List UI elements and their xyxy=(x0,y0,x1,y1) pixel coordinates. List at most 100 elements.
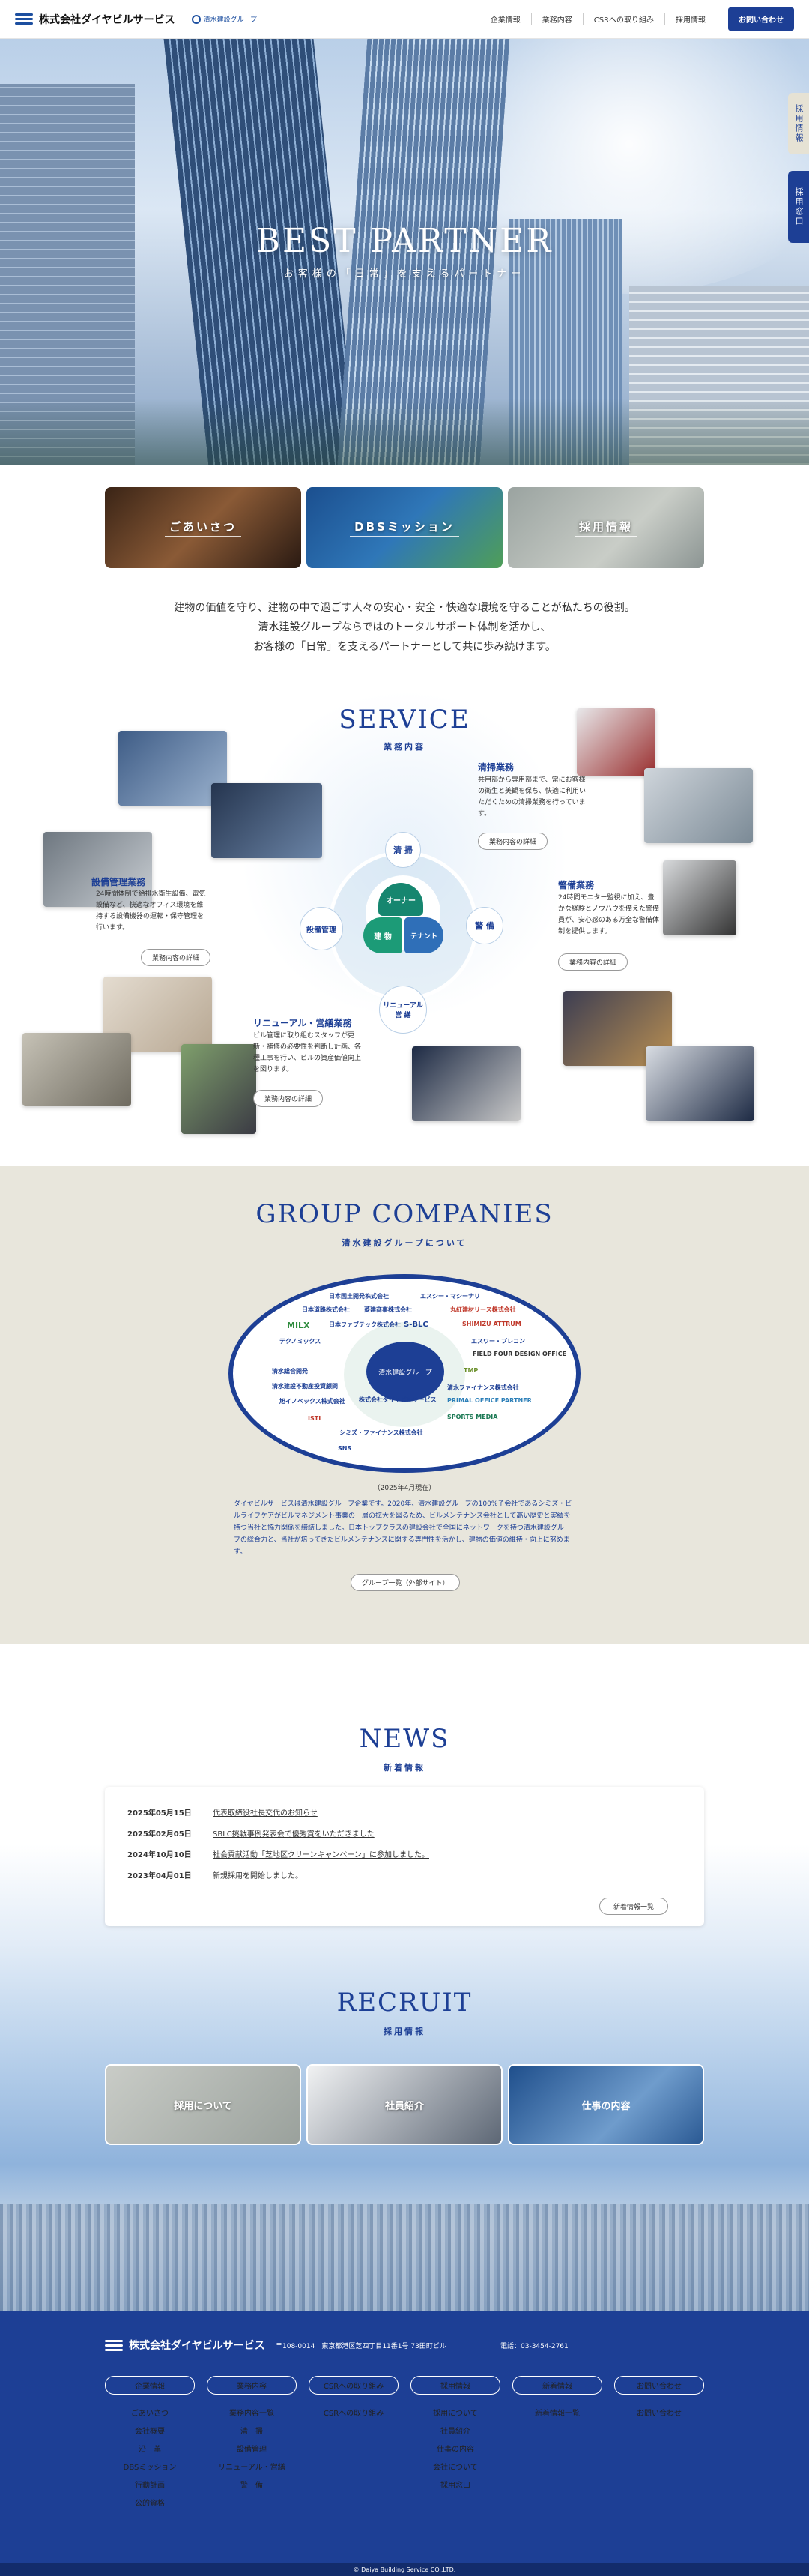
recruit-card-label: 社員紹介 xyxy=(384,2100,424,2112)
footer-logo-text: 株式会社ダイヤビルサービス xyxy=(129,2340,265,2352)
company-logo[interactable]: 丸紅建材リース株式会社 xyxy=(450,1306,516,1313)
footer-link[interactable]: CSRへの取り組み xyxy=(323,2410,384,2418)
news-link[interactable]: SBLC挑戦事例発表会で優秀賞をいただきました xyxy=(213,1830,375,1839)
footer-head[interactable]: 業務内容 xyxy=(207,2376,297,2395)
company-logo[interactable]: 株式会社ダイヤビルサービス xyxy=(359,1396,437,1403)
facility-photo xyxy=(211,783,322,858)
footer-link[interactable]: 新着情報一覧 xyxy=(535,2410,580,2418)
company-logo-icon xyxy=(105,2336,123,2354)
greeting-banner[interactable]: ごあいさつ xyxy=(105,487,301,568)
company-logo[interactable]: 日本国土開発株式会社 xyxy=(329,1293,389,1300)
node-cleaning: 清 掃 xyxy=(385,832,421,868)
footer-head[interactable]: CSRへの取り組み xyxy=(309,2376,399,2395)
recruit-banner[interactable]: 採用情報 xyxy=(508,487,704,568)
news-item[interactable]: 2023年04月01日新規採用を開始しました。 xyxy=(127,1869,303,1880)
recruit-card-label: 採用について xyxy=(174,2100,232,2112)
company-logo[interactable]: エスシー・マシーナリ xyxy=(420,1293,480,1300)
company-logo[interactable]: MILX xyxy=(287,1321,310,1330)
company-logo[interactable]: S-BLC xyxy=(404,1321,428,1329)
company-logo[interactable]: テクノミックス xyxy=(279,1338,321,1345)
company-logo[interactable]: SPORTS MEDIA xyxy=(447,1414,498,1420)
company-logo[interactable]: 旭イノベックス株式会社 xyxy=(279,1398,345,1405)
company-logo[interactable]: 清水建設不動産投資顧問 xyxy=(272,1383,338,1390)
recruit-card-work[interactable]: 仕事の内容 xyxy=(508,2064,704,2145)
nav-company[interactable]: 企業情報 xyxy=(490,16,521,25)
news-item[interactable]: 2025年02月05日 SBLC挑戦事例発表会で優秀賞をいただきました xyxy=(127,1827,375,1839)
nav-recruit[interactable]: 採用情報 xyxy=(664,13,716,25)
footer-link[interactable]: 清 掃 xyxy=(240,2428,263,2436)
nav-service[interactable]: 業務内容 xyxy=(530,13,583,25)
news-list-button[interactable]: 新着情報一覧 xyxy=(599,1898,669,1915)
cleaning-detail-button[interactable]: 業務内容の詳細 xyxy=(478,833,548,850)
footer-col-news: 新着情報 新着情報一覧 xyxy=(512,2376,602,2423)
renewal-detail-button[interactable]: 業務内容の詳細 xyxy=(253,1090,324,1107)
news-link[interactable]: 代表取締役社長交代のお知らせ xyxy=(213,1809,318,1818)
footer-head[interactable]: 採用情報 xyxy=(410,2376,500,2395)
news-date: 2025年02月05日 xyxy=(127,1830,192,1839)
company-logo[interactable]: 日本道路株式会社 xyxy=(302,1306,350,1313)
cleaning-text: 共用部から専用部まで、常にお客様の衛生と美観を保ち、快適に利用いただくための清掃… xyxy=(478,776,587,818)
company-logo-text[interactable]: 株式会社ダイヤビルサービス xyxy=(39,13,175,26)
mission-banner[interactable]: DBSミッション xyxy=(306,487,503,568)
news-item[interactable]: 2024年10月10日社会貢献活動「芝地区クリーンキャンペーン」に参加しました。 xyxy=(127,1848,429,1859)
hero-subtitle: お客様の「日常」を支えるパートナー xyxy=(283,268,526,280)
footer-link[interactable]: 行動計画 xyxy=(135,2482,165,2490)
group-logo[interactable]: 清水建設グループ xyxy=(191,14,257,24)
renewal-photo xyxy=(22,1033,131,1106)
footer-link[interactable]: DBSミッション xyxy=(123,2464,177,2472)
footer-link[interactable]: 会社概要 xyxy=(135,2428,165,2436)
footer-logo[interactable]: 株式会社ダイヤビルサービス xyxy=(105,2336,265,2354)
cityscape-image xyxy=(0,2204,809,2311)
contact-button[interactable]: お問い合わせ xyxy=(728,7,794,31)
footer-link[interactable]: 業務内容一覧 xyxy=(229,2410,274,2418)
footer-head[interactable]: 新着情報 xyxy=(512,2376,602,2395)
group-diagram: 清水建設グループ 日本国土開発株式会社 エスシー・マシーナリ 日本道路株式会社 … xyxy=(228,1274,581,1473)
footer-link[interactable]: 公的資格 xyxy=(135,2500,165,2508)
company-logo[interactable]: FIELD FOUR DESIGN OFFICE xyxy=(473,1351,567,1357)
footer-link[interactable]: 警 備 xyxy=(240,2482,263,2490)
news-item[interactable]: 2025年05月15日代表取締役社長交代のお知らせ xyxy=(127,1806,318,1818)
tree-line xyxy=(0,399,809,465)
footer-link[interactable]: 採用窓口 xyxy=(440,2482,470,2490)
company-logo[interactable]: 清水ファイナンス株式会社 xyxy=(447,1384,519,1391)
recruit-card-staff[interactable]: 社員紹介 xyxy=(306,2064,503,2145)
company-logo[interactable]: エスワー・プレコン xyxy=(471,1338,525,1345)
company-logo[interactable]: 菱建商事株式会社 xyxy=(364,1306,412,1313)
company-logo[interactable]: PRIMAL OFFICE PARTNER xyxy=(447,1397,532,1404)
side-tab-recruit-info[interactable]: 採用情報 xyxy=(788,93,809,154)
company-logo[interactable]: 日本ファブテック株式会社 xyxy=(329,1321,401,1328)
footer-link[interactable]: お問い合わせ xyxy=(637,2410,682,2418)
news-link[interactable]: 社会貢献活動「芝地区クリーンキャンペーン」に参加しました。 xyxy=(213,1851,429,1859)
company-logo[interactable]: シミズ・ファイナンス株式会社 xyxy=(339,1429,423,1436)
news-link[interactable]: 新規採用を開始しました。 xyxy=(213,1872,303,1880)
company-logo[interactable]: 清水総合開発 xyxy=(272,1368,308,1375)
footer-head[interactable]: 企業情報 xyxy=(105,2376,195,2395)
footer-head[interactable]: お問い合わせ xyxy=(614,2376,704,2395)
cleaning-heading: 清掃業務 xyxy=(478,762,515,773)
footer-link[interactable]: 会社について xyxy=(433,2464,478,2472)
company-logo[interactable]: SNS xyxy=(338,1445,352,1452)
recruit-card-about[interactable]: 採用について xyxy=(105,2064,301,2145)
footer-link[interactable]: ごあいさつ xyxy=(131,2410,169,2418)
group-date-note: （2025年4月現在） xyxy=(373,1485,436,1492)
company-logo-icon[interactable] xyxy=(15,10,33,28)
security-detail-button[interactable]: 業務内容の詳細 xyxy=(558,953,628,971)
node-security: 警 備 xyxy=(466,907,503,944)
copyright: © Daiya Building Service CO.,LTD. xyxy=(0,2563,809,2576)
nav-csr[interactable]: CSRへの取り組み xyxy=(582,13,664,25)
sky-background xyxy=(0,1644,809,2311)
footer-link[interactable]: 沿 革 xyxy=(139,2446,161,2454)
footer-link[interactable]: 採用について xyxy=(433,2410,478,2418)
company-logo[interactable]: ISTI xyxy=(308,1415,321,1422)
group-list-button[interactable]: グループ一覧（外部サイト） xyxy=(351,1574,461,1591)
side-tab-recruit-window[interactable]: 採用窓口 xyxy=(788,171,809,243)
company-logo[interactable]: SHIMIZU ATTRUM xyxy=(462,1321,521,1327)
footer-link[interactable]: 仕事の内容 xyxy=(437,2446,474,2454)
footer-link[interactable]: 設備管理 xyxy=(237,2446,267,2454)
company-logo[interactable]: TMP xyxy=(464,1367,479,1374)
facility-detail-button[interactable]: 業務内容の詳細 xyxy=(141,949,211,966)
footer-link[interactable]: リニューアル・営繕 xyxy=(218,2464,285,2472)
recruit-subtitle: 採用情報 xyxy=(384,2027,425,2036)
footer-link[interactable]: 社員紹介 xyxy=(440,2428,470,2436)
footer-col-contact: お問い合わせ お問い合わせ xyxy=(614,2376,704,2423)
